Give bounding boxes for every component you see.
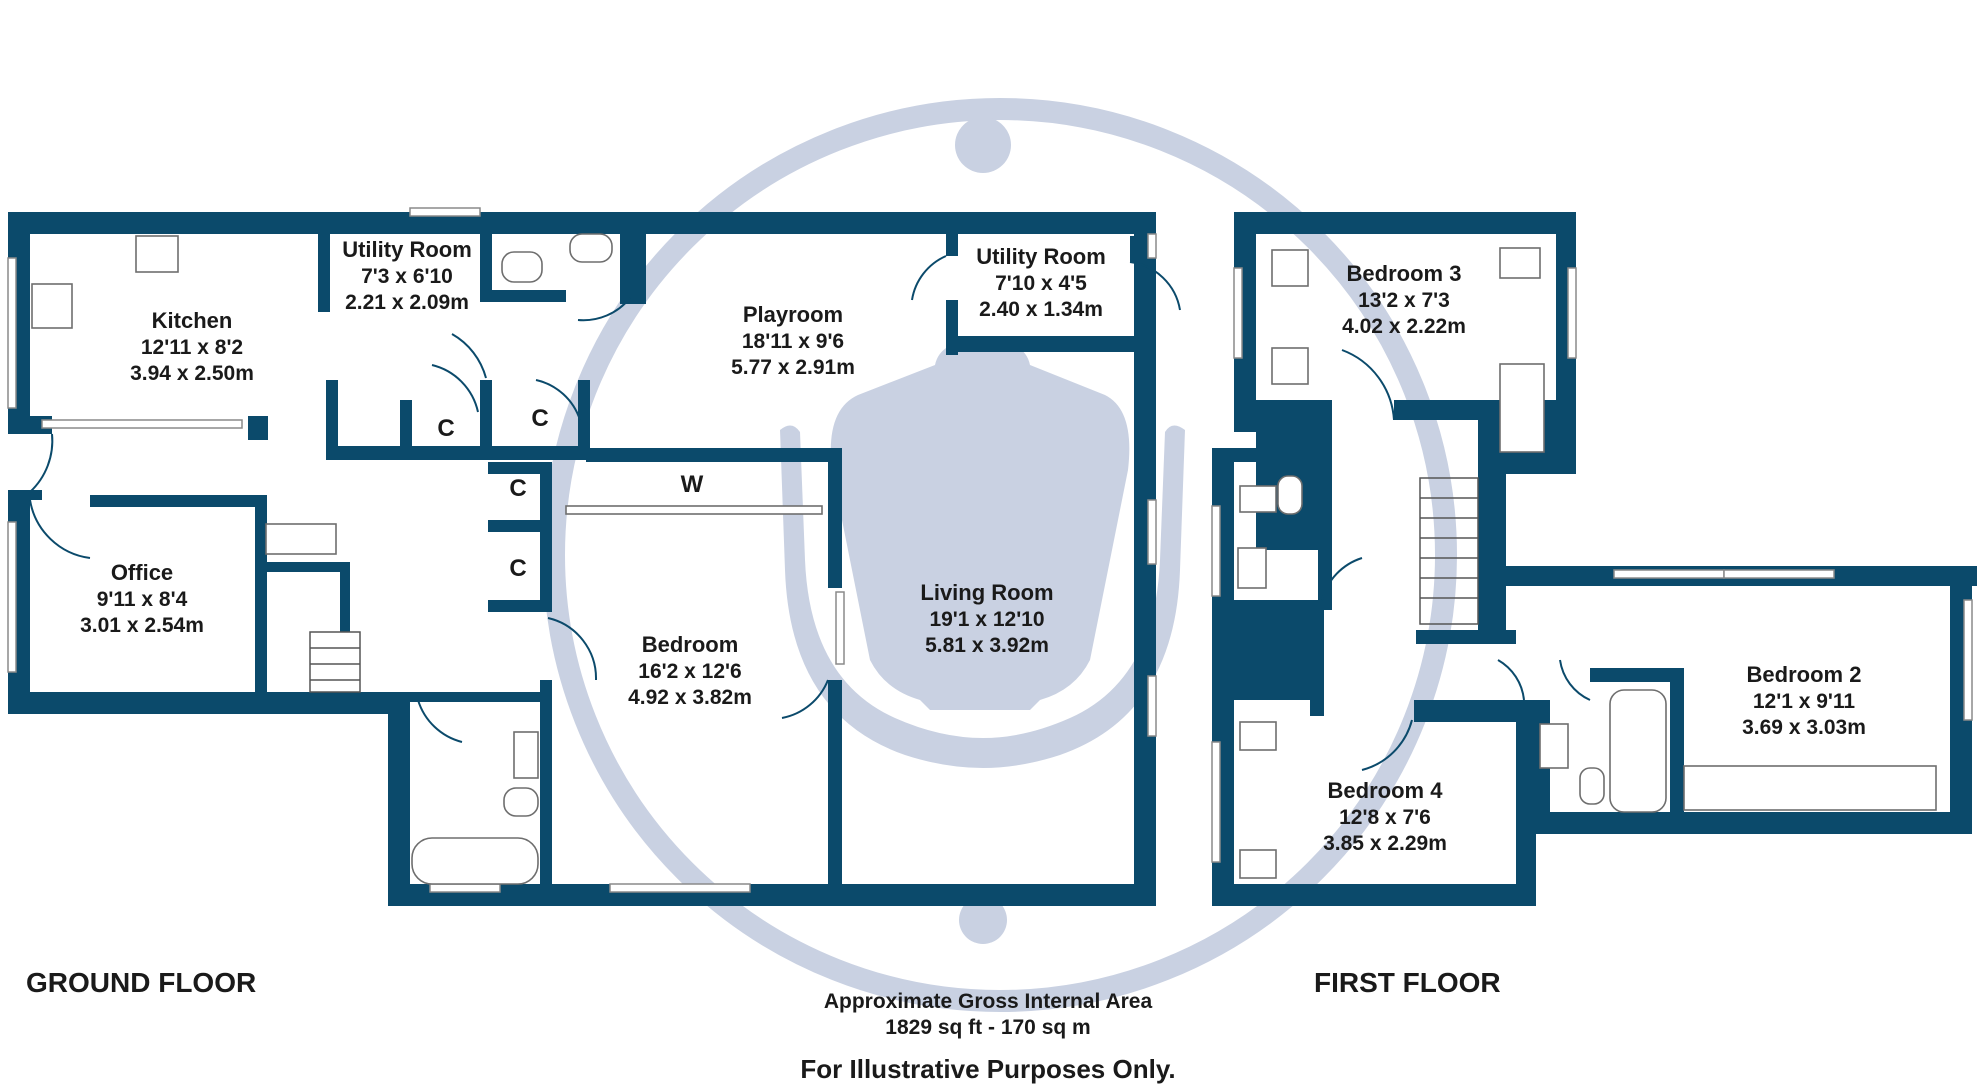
room-bedroom: Bedroom 16'2 x 12'6 4.92 x 3.82m bbox=[628, 632, 752, 709]
room-metric: 5.77 x 2.91m bbox=[731, 356, 855, 379]
room-name: Living Room bbox=[920, 580, 1053, 605]
room-bedroom-2: Bedroom 2 12'1 x 9'11 3.69 x 3.03m bbox=[1742, 662, 1866, 739]
room-name: Bedroom 4 bbox=[1328, 778, 1444, 803]
room-name: Office bbox=[111, 560, 173, 585]
cupboard-label: C bbox=[509, 475, 526, 502]
room-playroom: Playroom 18'11 x 9'6 5.77 x 2.91m bbox=[731, 302, 855, 379]
room-metric: 2.21 x 2.09m bbox=[345, 291, 469, 314]
cupboard-label: C bbox=[509, 555, 526, 582]
room-imperial: 12'11 x 8'2 bbox=[141, 336, 243, 359]
room-metric: 4.02 x 2.22m bbox=[1342, 315, 1466, 338]
cupboard-labels: C C C C W bbox=[437, 405, 703, 582]
room-imperial: 12'1 x 9'11 bbox=[1753, 690, 1856, 713]
room-imperial: 7'3 x 6'10 bbox=[361, 265, 453, 288]
ground-floor-fixtures bbox=[31, 233, 823, 885]
room-imperial: 18'11 x 9'6 bbox=[742, 330, 844, 353]
room-bedroom-3: Bedroom 3 13'2 x 7'3 4.02 x 2.22m bbox=[1342, 261, 1466, 338]
room-name: Kitchen bbox=[152, 308, 233, 333]
room-bedroom-4: Bedroom 4 12'8 x 7'6 3.85 x 2.29m bbox=[1323, 778, 1447, 855]
room-name: Bedroom 2 bbox=[1747, 662, 1862, 687]
room-metric: 5.81 x 3.92m bbox=[925, 634, 1049, 657]
room-metric: 3.69 x 3.03m bbox=[1742, 716, 1866, 739]
first-floor-label: FIRST FLOOR bbox=[1314, 967, 1501, 998]
wardrobe-label: W bbox=[681, 471, 704, 498]
room-imperial: 19'1 x 12'10 bbox=[929, 608, 1044, 631]
room-metric: 2.40 x 1.34m bbox=[979, 298, 1103, 321]
room-name: Bedroom bbox=[642, 632, 739, 657]
ground-floor-doors bbox=[29, 255, 1181, 743]
cupboard-label: C bbox=[531, 405, 548, 432]
room-imperial: 9'11 x 8'4 bbox=[97, 588, 188, 611]
room-metric: 4.92 x 3.82m bbox=[628, 686, 752, 709]
room-office: Office 9'11 x 8'4 3.01 x 2.54m bbox=[80, 560, 204, 637]
room-metric: 3.85 x 2.29m bbox=[1323, 832, 1447, 855]
room-living-room: Living Room 19'1 x 12'10 5.81 x 3.92m bbox=[920, 580, 1053, 657]
cupboard-label: C bbox=[437, 415, 454, 442]
room-name: Utility Room bbox=[976, 244, 1106, 269]
area-value: 1829 sq ft - 170 sq m bbox=[885, 1016, 1090, 1039]
room-utility-room-2: Utility Room 7'10 x 4'5 2.40 x 1.34m bbox=[976, 244, 1106, 321]
room-name: Bedroom 3 bbox=[1347, 261, 1462, 286]
room-imperial: 13'2 x 7'3 bbox=[1358, 289, 1450, 312]
first-floor-fixtures bbox=[1237, 247, 1937, 879]
room-imperial: 12'8 x 7'6 bbox=[1339, 806, 1431, 829]
room-metric: 3.01 x 2.54m bbox=[80, 614, 204, 637]
ground-floor-label: GROUND FLOOR bbox=[26, 967, 256, 998]
room-utility-room-1: Utility Room 7'3 x 6'10 2.21 x 2.09m bbox=[342, 237, 472, 314]
room-name: Utility Room bbox=[342, 237, 472, 262]
first-floor-windows bbox=[1211, 267, 1973, 863]
room-kitchen: Kitchen 12'11 x 8'2 3.94 x 2.50m bbox=[130, 308, 254, 385]
room-name: Playroom bbox=[743, 302, 843, 327]
room-imperial: 7'10 x 4'5 bbox=[995, 272, 1087, 295]
room-metric: 3.94 x 2.50m bbox=[130, 362, 254, 385]
ground-floor-windows bbox=[7, 207, 1157, 893]
watermark-logo bbox=[543, 98, 1457, 1012]
room-imperial: 16'2 x 12'6 bbox=[638, 660, 741, 683]
area-title: Approximate Gross Internal Area bbox=[824, 990, 1153, 1013]
disclaimer-text: For Illustrative Purposes Only. bbox=[800, 1054, 1175, 1084]
